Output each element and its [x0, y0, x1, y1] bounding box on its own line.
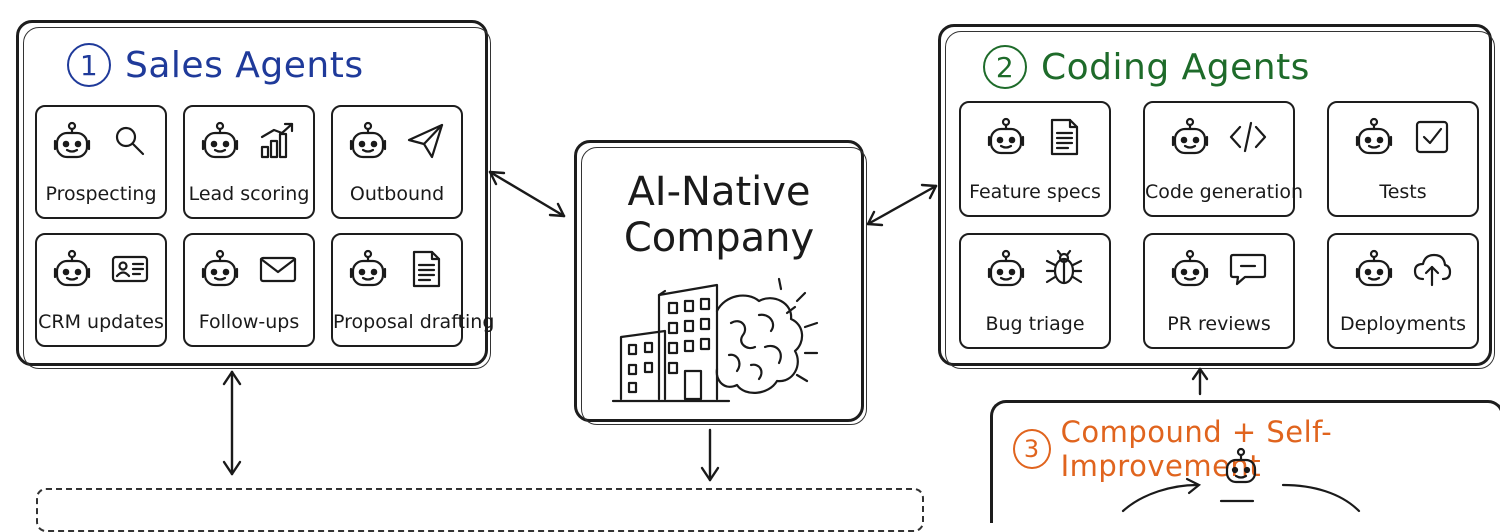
- sales-agents-title: 1 Sales Agents: [67, 43, 364, 87]
- sales-card-label: Lead scoring: [188, 183, 310, 205]
- sales-number-badge: 1: [67, 43, 111, 87]
- compound-number-badge: 3: [1013, 429, 1051, 469]
- center-title: AI-Native Company: [577, 169, 861, 261]
- coding-card-label: Tests: [1379, 181, 1427, 203]
- coding-agents-title: 2 Coding Agents: [983, 45, 1310, 89]
- coding-card-5[interactable]: PR reviews: [1143, 233, 1295, 349]
- robot-icon: [1171, 249, 1209, 287]
- coding-title-text: Coding Agents: [1041, 46, 1310, 88]
- center-title-line2: Company: [623, 215, 815, 261]
- coding-agents-panel: 2 Coding Agents Feature specs Code genera…: [938, 24, 1495, 369]
- center-title-line1: AI-Native: [627, 169, 811, 215]
- contact-card-icon: [111, 255, 149, 283]
- robot-icon: [987, 249, 1025, 287]
- checkbox-icon: [1415, 120, 1449, 154]
- cycle-arrows: [1121, 477, 1361, 513]
- coding-card-label: Deployments: [1339, 313, 1467, 335]
- sales-card-label: Follow-ups: [198, 311, 300, 333]
- coding-card-label: Feature specs: [969, 181, 1101, 203]
- robot-icon: [1355, 249, 1393, 287]
- document-icon: [412, 250, 441, 288]
- paper-plane-icon: [407, 123, 444, 159]
- sales-card-2[interactable]: Lead scoring: [183, 105, 315, 219]
- sales-card-5[interactable]: Follow-ups: [183, 233, 315, 347]
- sales-card-label: Outbound: [349, 183, 445, 205]
- sales-card-3[interactable]: Outbound: [331, 105, 463, 219]
- robot-icon: [201, 121, 239, 159]
- cloud-upload-icon: [1413, 253, 1452, 287]
- robot-icon: [349, 121, 387, 159]
- ai-native-company-panel: AI-Native Company: [574, 140, 867, 425]
- sales-bottom-arrow: [222, 370, 242, 476]
- robot-icon: [53, 121, 91, 159]
- document-icon: [1050, 118, 1079, 156]
- compound-coding-arrow: [1191, 367, 1209, 396]
- coding-card-4[interactable]: Bug triage: [959, 233, 1111, 349]
- robot-icon: [1225, 447, 1257, 484]
- compound-panel: 3 Compound + Self-Improvement: [990, 400, 1500, 523]
- code-brackets-icon: [1229, 121, 1267, 153]
- sales-agents-panel: 1 Sales Agents Prospecting Lead scoring Ou…: [16, 20, 495, 369]
- coding-card-6[interactable]: Deployments: [1327, 233, 1479, 349]
- coding-card-label: Bug triage: [985, 313, 1085, 335]
- robot-icon: [987, 117, 1025, 155]
- robot-icon: [1171, 117, 1209, 155]
- sales-center-arrow: [488, 170, 566, 218]
- center-coding-arrow: [866, 183, 938, 227]
- coding-card-label: PR reviews: [1167, 313, 1271, 335]
- coding-card-1[interactable]: Feature specs: [959, 101, 1111, 217]
- sales-card-label: Proposal drafting: [333, 311, 495, 333]
- sales-card-label: CRM updates: [38, 311, 164, 333]
- robot-icon: [349, 249, 387, 287]
- robot-icon: [1355, 117, 1393, 155]
- coding-card-3[interactable]: Tests: [1327, 101, 1479, 217]
- robot-icon: [53, 249, 91, 287]
- bottom-dashed-panel: [36, 488, 924, 532]
- sales-card-6[interactable]: Proposal drafting: [331, 233, 495, 347]
- sales-title-text: Sales Agents: [125, 44, 364, 86]
- sales-card-1[interactable]: Prospecting: [35, 105, 167, 219]
- center-bottom-arrow: [700, 428, 720, 482]
- bar-chart-icon: [260, 122, 294, 159]
- sales-card-4[interactable]: CRM updates: [35, 233, 167, 347]
- coding-card-label: Code generation: [1145, 181, 1304, 203]
- chat-bubble-icon: [1229, 253, 1267, 286]
- building-brain-icon: [611, 277, 819, 403]
- robot-icon: [201, 249, 239, 287]
- coding-card-2[interactable]: Code generation: [1143, 101, 1304, 217]
- sales-card-label: Prospecting: [45, 183, 157, 205]
- magnifier-icon: [115, 126, 145, 156]
- coding-number-badge: 2: [983, 45, 1027, 89]
- bug-icon: [1045, 249, 1083, 285]
- envelope-icon: [259, 256, 297, 283]
